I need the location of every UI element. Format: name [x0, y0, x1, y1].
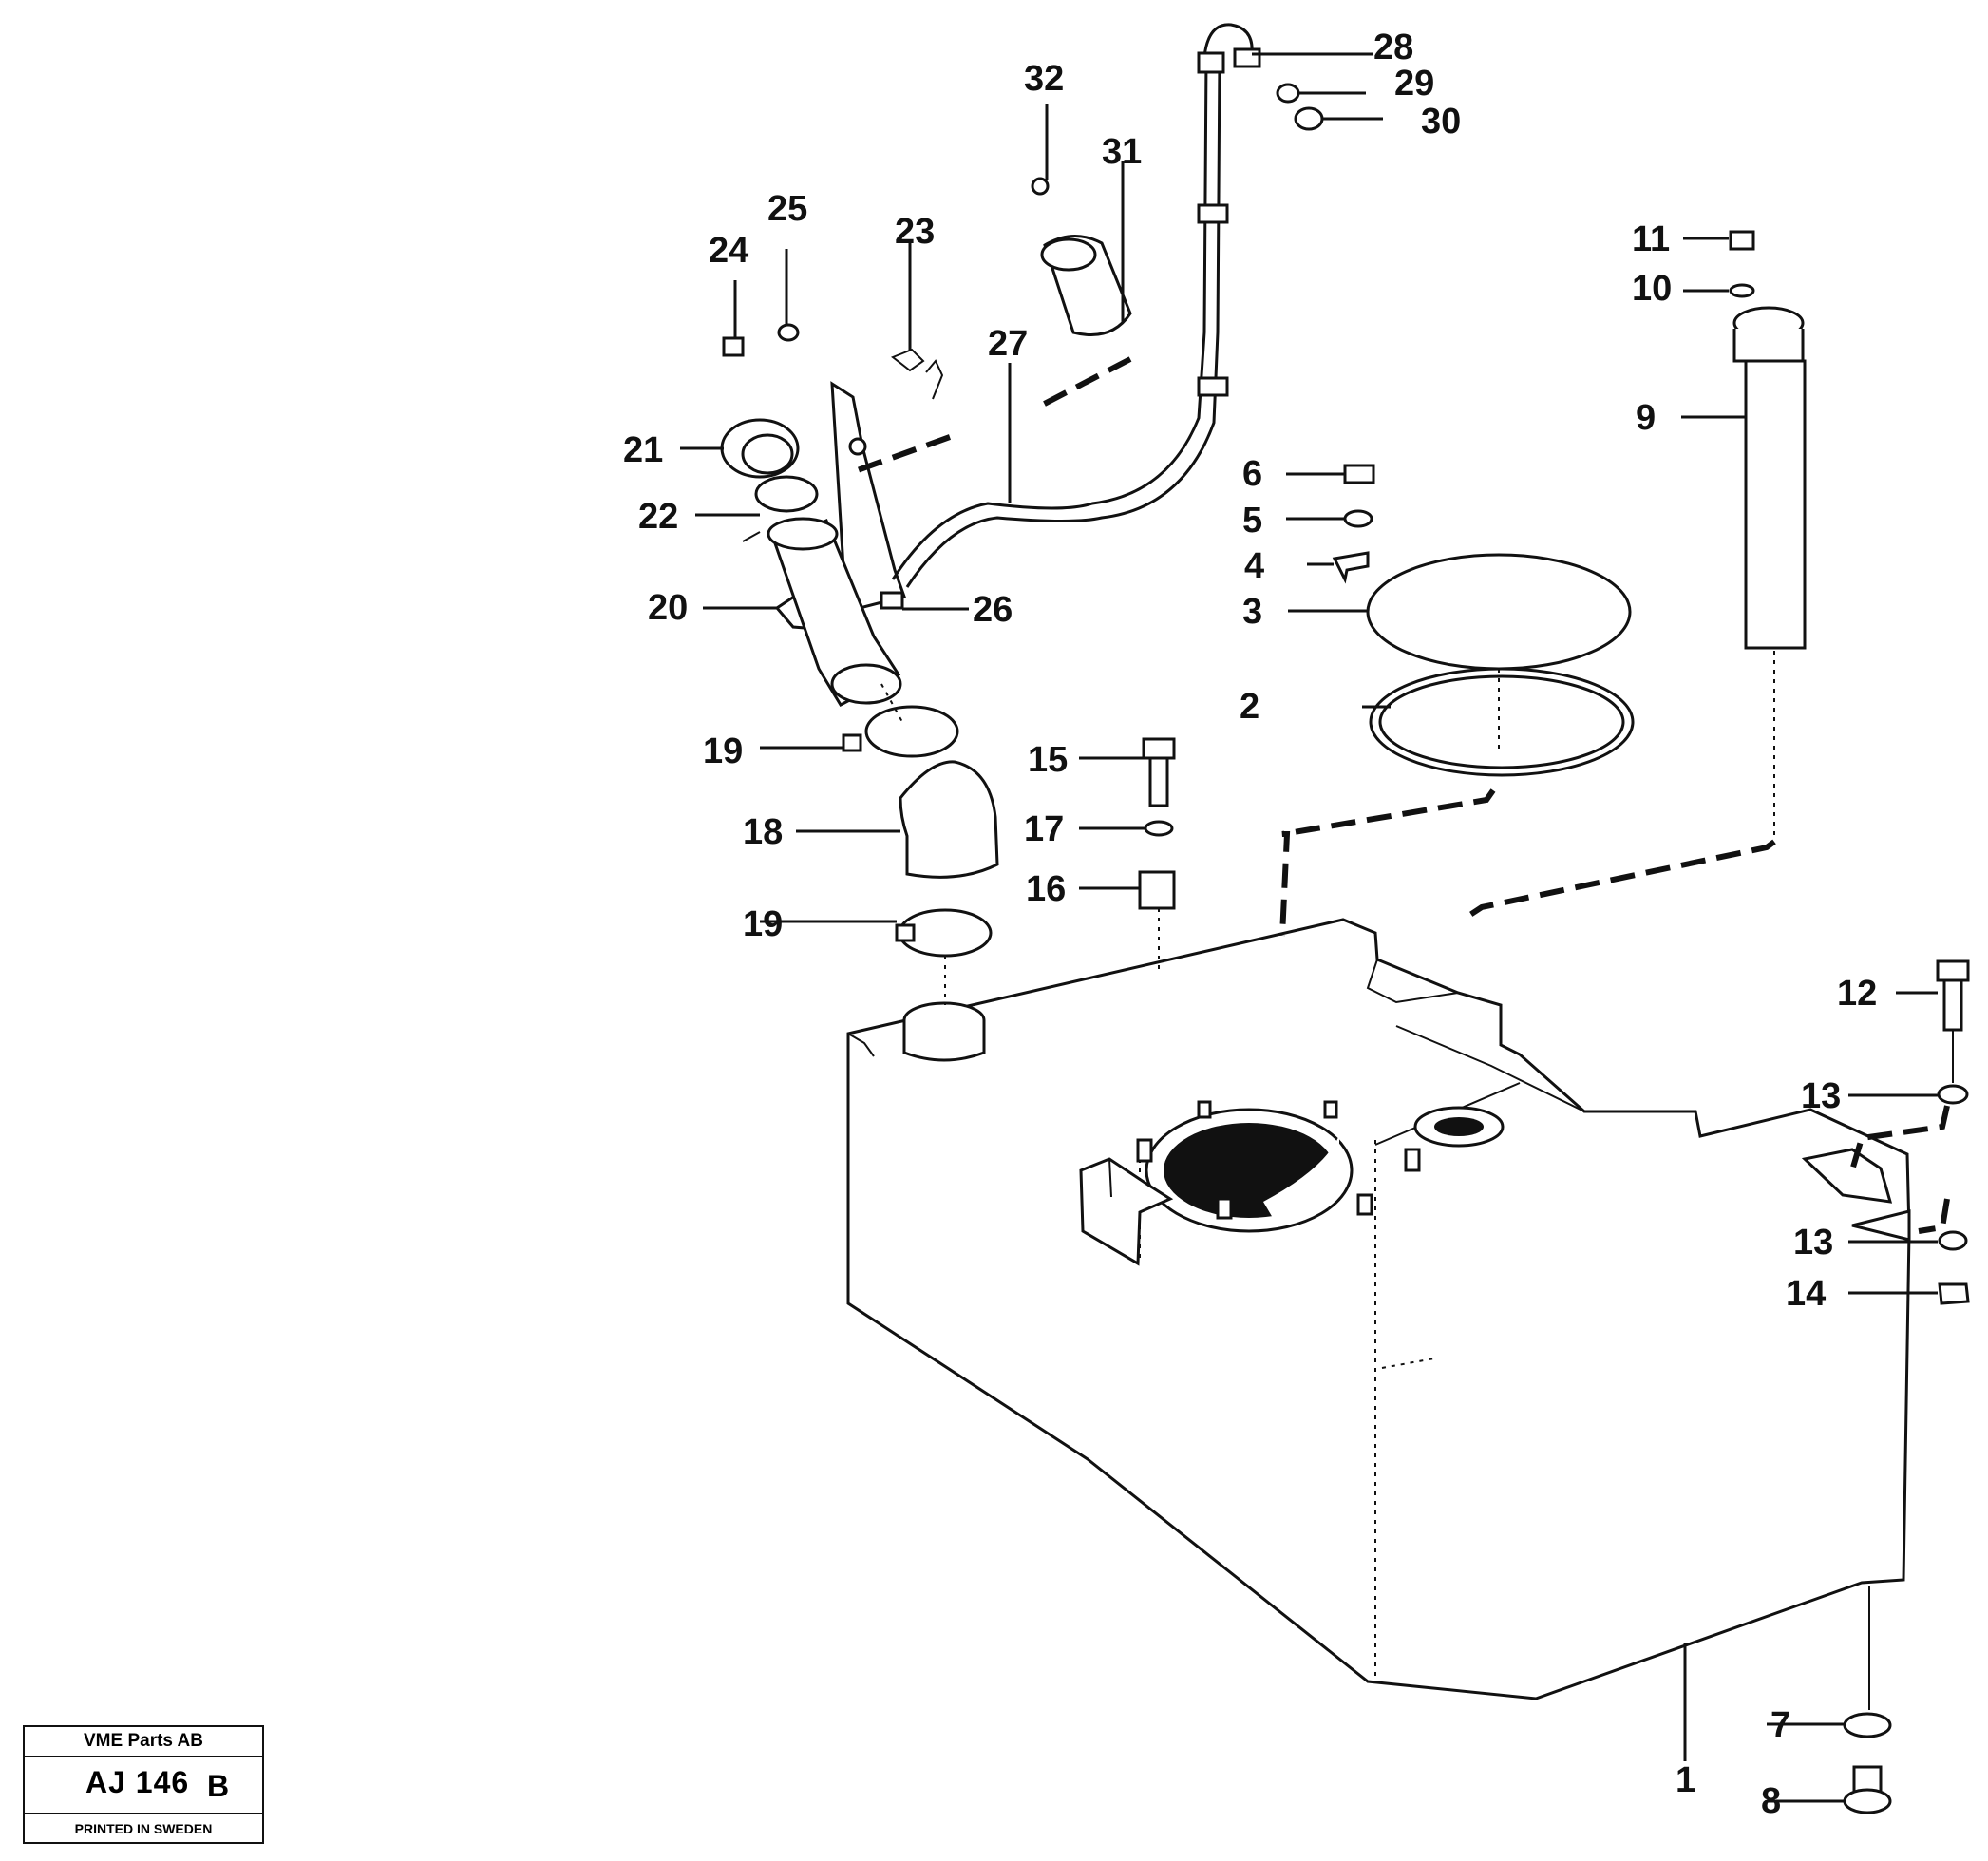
filler-pipe-assembly [720, 323, 944, 707]
side-fasteners [1849, 959, 1970, 1305]
label-13a: 13 [1801, 1076, 1841, 1116]
stamp-company: VME Parts AB [25, 1727, 262, 1757]
fuel-tank [846, 918, 1911, 1700]
hose-and-clamps [842, 683, 999, 1005]
label-3: 3 [1242, 592, 1262, 632]
level-sender [1461, 230, 1807, 922]
label-29: 29 [1394, 64, 1434, 104]
label-32: 32 [1024, 59, 1064, 99]
label-11: 11 [1632, 219, 1670, 259]
stamp-revision: B [207, 1769, 230, 1803]
label-21: 21 [623, 430, 663, 470]
label-9: 9 [1636, 398, 1656, 438]
title-stamp: VME Parts AB AJ 146 B PRINTED IN SWEDEN [23, 1725, 264, 1844]
label-23: 23 [895, 212, 935, 252]
stamp-code: AJ 146 [85, 1765, 190, 1799]
strainer-and-vent [853, 23, 1324, 588]
label-19a: 19 [703, 731, 743, 771]
label-19b: 19 [743, 904, 783, 944]
leader-lines [680, 52, 1938, 1803]
label-28: 28 [1373, 28, 1413, 67]
label-14: 14 [1786, 1274, 1826, 1314]
label-26: 26 [973, 590, 1013, 630]
label-13b: 13 [1793, 1223, 1833, 1263]
label-6: 6 [1242, 454, 1262, 494]
label-15: 15 [1028, 740, 1068, 780]
stamp-printed: PRINTED IN SWEDEN [74, 1821, 213, 1836]
label-31: 31 [1102, 132, 1142, 172]
label-20: 20 [648, 588, 688, 628]
label-5: 5 [1242, 501, 1262, 541]
label-2: 2 [1240, 687, 1259, 727]
label-27: 27 [988, 324, 1028, 364]
mounting-bolt [1138, 737, 1176, 969]
label-24: 24 [709, 231, 748, 271]
drain-plug [1843, 1586, 1892, 1814]
label-1: 1 [1676, 1760, 1695, 1800]
stamp-code-row: AJ 146 B [25, 1757, 262, 1814]
label-30: 30 [1421, 102, 1461, 142]
label-4: 4 [1244, 546, 1264, 586]
tank-cover [1279, 464, 1635, 937]
label-25: 25 [767, 189, 807, 229]
label-16: 16 [1026, 869, 1066, 909]
label-17: 17 [1024, 809, 1064, 849]
label-12: 12 [1837, 974, 1877, 1014]
label-22: 22 [638, 497, 678, 537]
label-8: 8 [1761, 1781, 1781, 1821]
label-18: 18 [743, 812, 783, 852]
part-labels: 1 2 3 4 5 6 7 8 9 10 11 12 13 13 14 15 1… [623, 28, 1877, 1821]
label-7: 7 [1770, 1705, 1790, 1745]
label-10: 10 [1632, 269, 1672, 309]
